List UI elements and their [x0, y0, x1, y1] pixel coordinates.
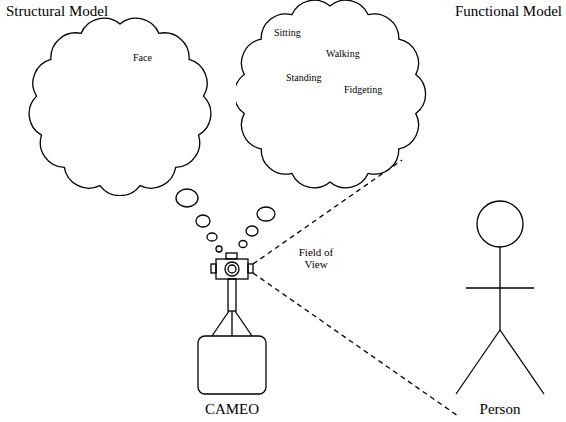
- person-label: Person: [455, 401, 545, 418]
- cloud-outline: [0, 0, 212, 196]
- model-item: Sitting: [274, 27, 301, 38]
- thought-cloud: Structural ModelFace: [0, 0, 212, 196]
- model-item: Fidgeting: [344, 84, 382, 95]
- field-of-view-lines: [253, 160, 458, 416]
- thought-bubbles: [176, 189, 275, 252]
- model-item: Walking: [326, 48, 360, 59]
- model-title: Structural Model: [6, 3, 108, 20]
- field-of-view-label: Field of View: [296, 246, 336, 270]
- model-item: Face: [133, 52, 152, 63]
- robot-name: CAMEO: [187, 401, 277, 418]
- cameo-robot: [198, 253, 266, 394]
- model-item: Standing: [286, 72, 322, 83]
- person-figure: [456, 201, 544, 394]
- thought-cloud: Functional ModelSittingWalkingStandingFi…: [236, 0, 566, 192]
- model-title: Functional Model: [455, 3, 562, 20]
